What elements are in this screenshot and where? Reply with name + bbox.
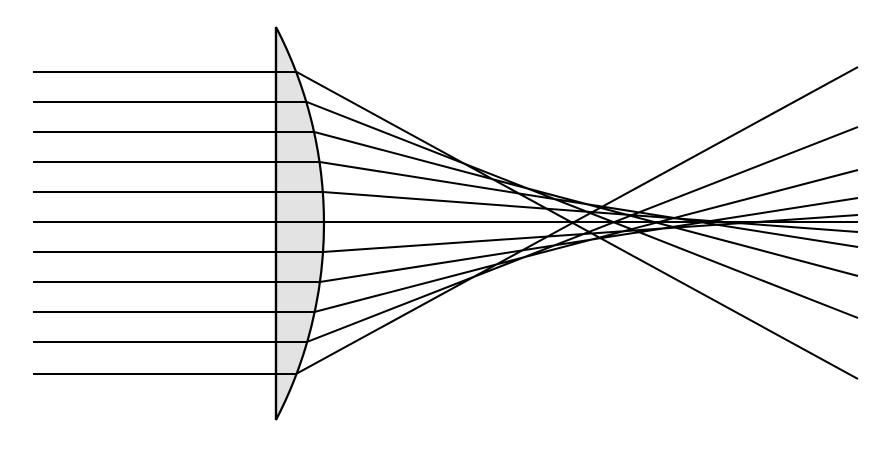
light-ray (33, 214, 859, 253)
plano-convex-lens (274, 26, 326, 421)
light-ray (33, 101, 859, 319)
light-ray (33, 197, 859, 283)
light-ray (33, 71, 859, 380)
light-ray (33, 191, 859, 233)
light-ray (33, 66, 859, 375)
light-ray (33, 169, 859, 313)
rays (33, 66, 859, 380)
light-ray (33, 126, 859, 343)
